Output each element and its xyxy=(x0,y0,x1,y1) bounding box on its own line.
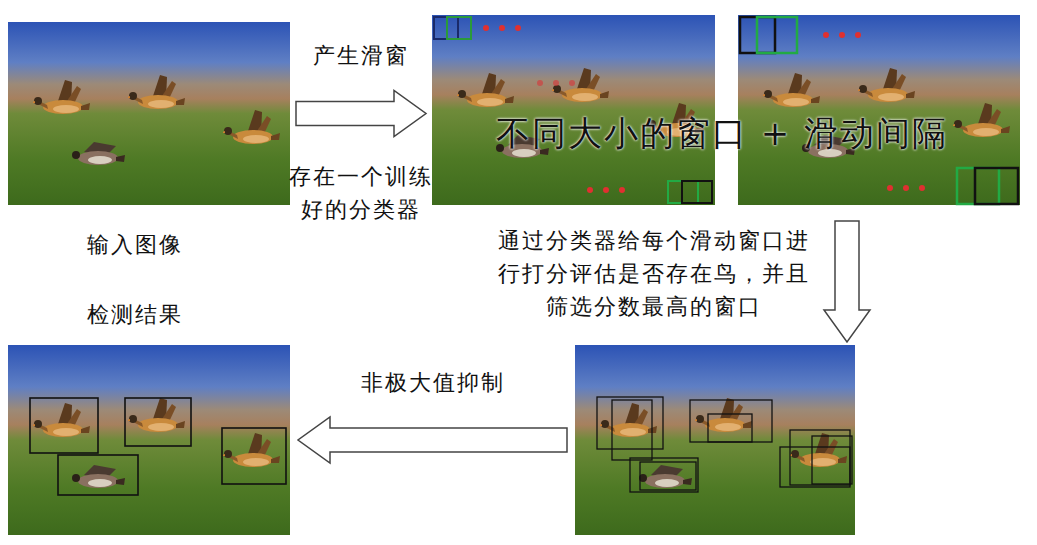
candidate-photo xyxy=(575,345,855,535)
note-text: 存在一个训练好的分类器 xyxy=(285,160,437,226)
panel-caption: 不同大小的窗口 + 滑动间隔 xyxy=(496,111,948,155)
image-panel: 输入图像 xyxy=(8,22,290,205)
image-panel: 不同大小的窗口 + 滑动间隔 xyxy=(432,15,1020,205)
window-photo xyxy=(432,15,715,205)
image-panel: 检测结果 xyxy=(8,345,290,535)
panel-caption: 检测结果 xyxy=(87,298,183,331)
result-photo xyxy=(8,345,290,535)
panel-caption: 输入图像 xyxy=(87,228,183,261)
hollow-arrow xyxy=(296,91,426,137)
hollow-arrow xyxy=(298,417,567,463)
hollow-arrow xyxy=(824,221,870,342)
panel-caption: 通过分类器给每个滑动窗口进行打分评估是否存在鸟，并且筛选分数最高的窗口 xyxy=(488,224,820,323)
arrow-label: 产生滑窗 xyxy=(313,39,409,72)
input-photo xyxy=(8,22,290,205)
arrow-label: 非极大值抑制 xyxy=(361,366,505,399)
image-panel: 通过分类器给每个滑动窗口进行打分评估是否存在鸟，并且筛选分数最高的窗口 xyxy=(575,345,855,535)
window-photo xyxy=(738,15,1020,205)
